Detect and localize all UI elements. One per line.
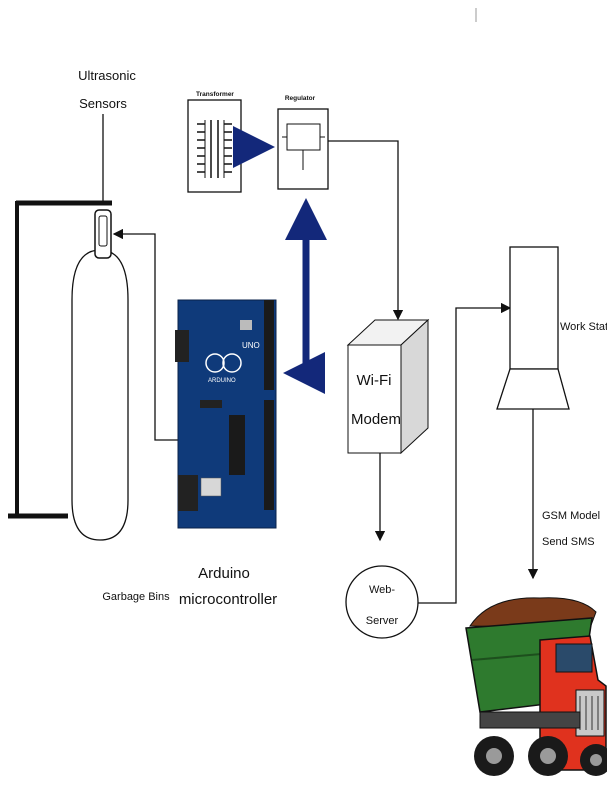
sensor-label-line2: Sensors — [79, 96, 127, 111]
server-label-line2: Server — [366, 615, 399, 627]
bins-label: Garbage Bins — [102, 591, 170, 603]
regulator-box — [278, 109, 328, 189]
garbage-truck-icon — [466, 598, 607, 776]
arduino-label-line1: Arduino — [198, 565, 250, 582]
regulator-to-modem-line — [328, 141, 398, 319]
modem-label-line2: Modem — [351, 411, 401, 428]
svg-text:ARDUINO: ARDUINO — [208, 378, 236, 384]
regulator-label: Regulator — [285, 95, 316, 102]
modem-label-line1: Wi-Fi — [357, 372, 392, 389]
web-server-node — [346, 566, 418, 638]
svg-text:UNO: UNO — [242, 341, 260, 350]
gsm-label-line2: Send SMS — [542, 536, 595, 548]
transformer-box — [188, 100, 241, 192]
garbage-bin — [72, 250, 128, 540]
server-label-line1: Web- — [369, 584, 395, 596]
sensor-label-line1: Ultrasonic — [78, 68, 136, 83]
power-supply-arrow — [290, 205, 306, 373]
workstation-label: Work Station — [560, 321, 607, 333]
server-to-workstation-line — [418, 308, 510, 603]
transformer-label: Transformer — [196, 91, 234, 98]
arduino-label-line2: microcontroller — [179, 591, 277, 608]
arduino-board: UNO ARDUINO — [175, 300, 276, 528]
gsm-label-line1: GSM Model — [542, 510, 600, 522]
ultrasonic-sensor-icon — [95, 210, 111, 258]
workstation-icon — [497, 247, 569, 409]
